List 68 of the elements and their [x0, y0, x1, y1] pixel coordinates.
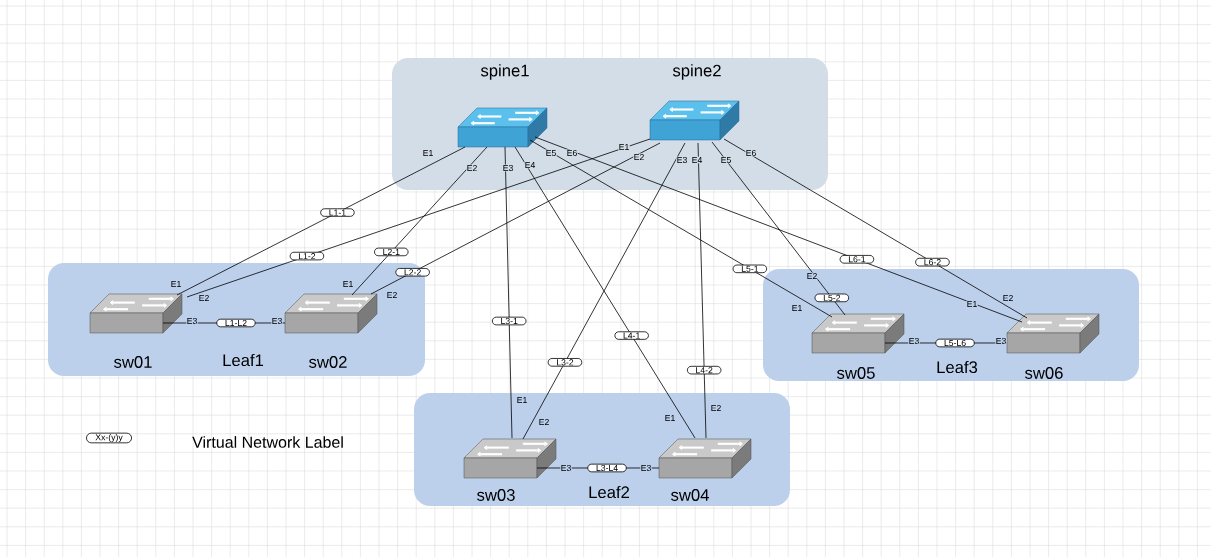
switch-label: sw01 [114, 356, 152, 368]
edge-label: L5-1 [732, 264, 768, 274]
port-label: E1 [170, 280, 182, 288]
edge-label: L1-1 [320, 208, 355, 217]
port-label: E3 [502, 164, 514, 172]
switch-label: sw03 [477, 489, 515, 501]
legend-sample: Xx-(y)y [86, 432, 132, 444]
port-label: E1 [664, 414, 676, 422]
port-label: E3 [676, 156, 688, 164]
switch-label: spine2 [672, 64, 721, 80]
port-label: E3 [186, 317, 198, 325]
edge-label: L4-1 [614, 331, 649, 340]
switch-label: sw05 [837, 367, 875, 379]
edge-label: L3-2 [547, 358, 583, 367]
link-line [176, 146, 466, 296]
link-line [711, 141, 846, 316]
port-label: E5 [720, 156, 732, 164]
edge-label: L6-2 [915, 257, 950, 267]
port-label: E3 [560, 464, 572, 472]
switch-label: sw02 [309, 356, 347, 368]
port-label: E1 [618, 143, 630, 151]
edge-label: L1-L2 [216, 318, 256, 328]
link-line [370, 142, 661, 295]
port-label: E2 [386, 291, 398, 299]
port-label: E1 [966, 300, 978, 308]
switch-label: spine1 [480, 64, 529, 80]
port-label: E6 [566, 149, 578, 157]
port-label: E2 [806, 272, 818, 280]
link-line [186, 138, 651, 298]
port-label: E2 [633, 153, 645, 161]
port-label: E6 [745, 149, 757, 157]
port-label: E2 [1002, 294, 1014, 302]
port-label: E2 [538, 418, 550, 426]
group-label: Leaf2 [589, 485, 629, 499]
edge-label: L2-1 [374, 247, 409, 257]
port-label: E4 [524, 161, 536, 169]
port-label: E1 [516, 396, 528, 404]
switch-label: sw04 [671, 489, 709, 501]
port-label: E2 [466, 164, 478, 172]
legend-text: Virtual Network Label [192, 436, 343, 448]
link-line [534, 136, 1023, 323]
port-label: E5 [545, 149, 557, 157]
link-line [723, 138, 1028, 319]
link-line [529, 139, 833, 318]
port-label: E2 [710, 404, 722, 412]
group-label: Leaf1 [223, 353, 264, 367]
port-label: E3 [271, 317, 283, 325]
port-label: E2 [198, 294, 210, 302]
switch-label: sw06 [1025, 367, 1063, 379]
port-label: E3 [995, 337, 1007, 345]
edge-label: L6-1 [839, 255, 875, 264]
port-label: E4 [691, 156, 703, 164]
edge-label: L4-2 [686, 365, 722, 375]
port-label: E1 [342, 280, 354, 288]
link-line [351, 146, 488, 296]
port-label: E3 [640, 464, 652, 472]
edge-label: L3-1 [491, 316, 527, 326]
edge-label: L2-2 [395, 268, 430, 277]
edge-label: L5-2 [814, 293, 850, 303]
port-label: E1 [791, 304, 803, 312]
edge-label: L5-L6 [935, 338, 975, 348]
edge-label: L1-2 [289, 251, 325, 261]
link-line [504, 146, 513, 439]
group-label: Leaf3 [937, 360, 978, 374]
edge-label: L3-L4 [587, 463, 627, 473]
link-line [697, 142, 707, 439]
port-label: E1 [422, 149, 434, 157]
port-label: E3 [908, 337, 920, 345]
